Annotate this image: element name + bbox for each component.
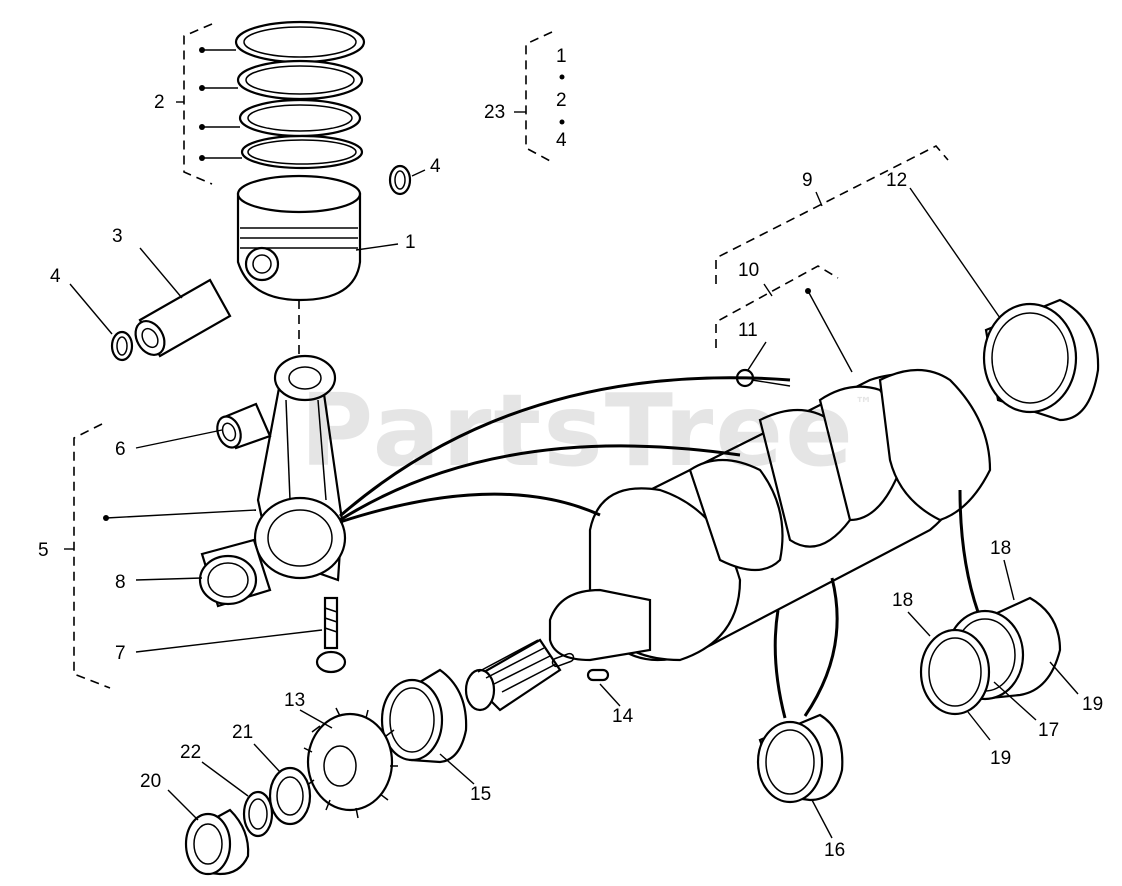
callout-19-right[interactable]: 19 bbox=[1082, 694, 1103, 715]
snap-ring-right[interactable] bbox=[388, 164, 412, 196]
callout-4-right[interactable]: 4 bbox=[430, 156, 441, 177]
callout-21[interactable]: 21 bbox=[232, 722, 253, 743]
bracket-5 bbox=[64, 423, 257, 689]
snap-ring-left[interactable] bbox=[110, 330, 134, 362]
callout-16[interactable]: 16 bbox=[824, 840, 845, 861]
leader-lines bbox=[69, 169, 1079, 839]
small-end-bushing[interactable] bbox=[213, 402, 272, 451]
callout-labels: 2 1 4 3 4 6 5 8 7 9 12 10 11 23 1 2 4 13… bbox=[38, 46, 1103, 861]
bracket-23 bbox=[514, 31, 565, 163]
main-bearing-rear[interactable] bbox=[982, 298, 1100, 422]
thrust-bearing-assembly[interactable] bbox=[919, 596, 1062, 716]
callout-3[interactable]: 3 bbox=[112, 226, 123, 247]
connecting-rod[interactable] bbox=[253, 354, 347, 582]
piston-rings[interactable] bbox=[234, 20, 366, 170]
bracket-10 bbox=[715, 265, 853, 373]
callout-13[interactable]: 13 bbox=[284, 690, 305, 711]
callout-5[interactable]: 5 bbox=[38, 540, 49, 561]
conrod-bolt[interactable] bbox=[315, 596, 347, 674]
woodruff-key[interactable] bbox=[586, 668, 610, 682]
callout-22[interactable]: 22 bbox=[180, 742, 201, 763]
callout-23[interactable]: 23 bbox=[484, 102, 505, 123]
callout-11[interactable]: 11 bbox=[738, 320, 758, 341]
callout-15[interactable]: 15 bbox=[470, 784, 491, 805]
crank-bushing[interactable] bbox=[380, 668, 468, 764]
crank-gear[interactable] bbox=[303, 707, 398, 819]
callout-9[interactable]: 9 bbox=[802, 170, 813, 191]
piston-pin[interactable] bbox=[130, 278, 232, 360]
crankshaft[interactable] bbox=[464, 369, 992, 712]
callout-19-bottom[interactable]: 19 bbox=[990, 748, 1011, 769]
callout-20[interactable]: 20 bbox=[140, 771, 161, 792]
callout-18-left[interactable]: 18 bbox=[892, 590, 913, 611]
callout-4-left[interactable]: 4 bbox=[50, 266, 61, 287]
kit-item-1: 1 bbox=[556, 46, 567, 67]
callout-14[interactable]: 14 bbox=[612, 706, 634, 727]
callout-18-top[interactable]: 18 bbox=[990, 538, 1011, 559]
kit-item-3: 4 bbox=[556, 130, 567, 151]
callout-1[interactable]: 1 bbox=[405, 232, 416, 253]
callout-2[interactable]: 2 bbox=[154, 92, 165, 113]
bracket-2 bbox=[176, 23, 242, 185]
kit-item-2: 2 bbox=[556, 90, 567, 111]
callout-7[interactable]: 7 bbox=[115, 643, 126, 664]
main-bearing-front[interactable] bbox=[756, 713, 844, 804]
callout-8[interactable]: 8 bbox=[115, 572, 126, 593]
piston[interactable] bbox=[236, 174, 362, 302]
bracket-9 bbox=[715, 145, 949, 284]
callout-17[interactable]: 17 bbox=[1038, 720, 1059, 741]
callout-12[interactable]: 12 bbox=[886, 170, 907, 191]
assembly-arrows bbox=[339, 376, 980, 719]
callout-10[interactable]: 10 bbox=[738, 260, 759, 281]
callout-6[interactable]: 6 bbox=[115, 439, 126, 460]
washer-21[interactable] bbox=[268, 766, 312, 826]
bushing-20[interactable] bbox=[184, 808, 250, 876]
washer-22[interactable] bbox=[242, 790, 274, 838]
conrod-bearing[interactable] bbox=[198, 538, 272, 608]
